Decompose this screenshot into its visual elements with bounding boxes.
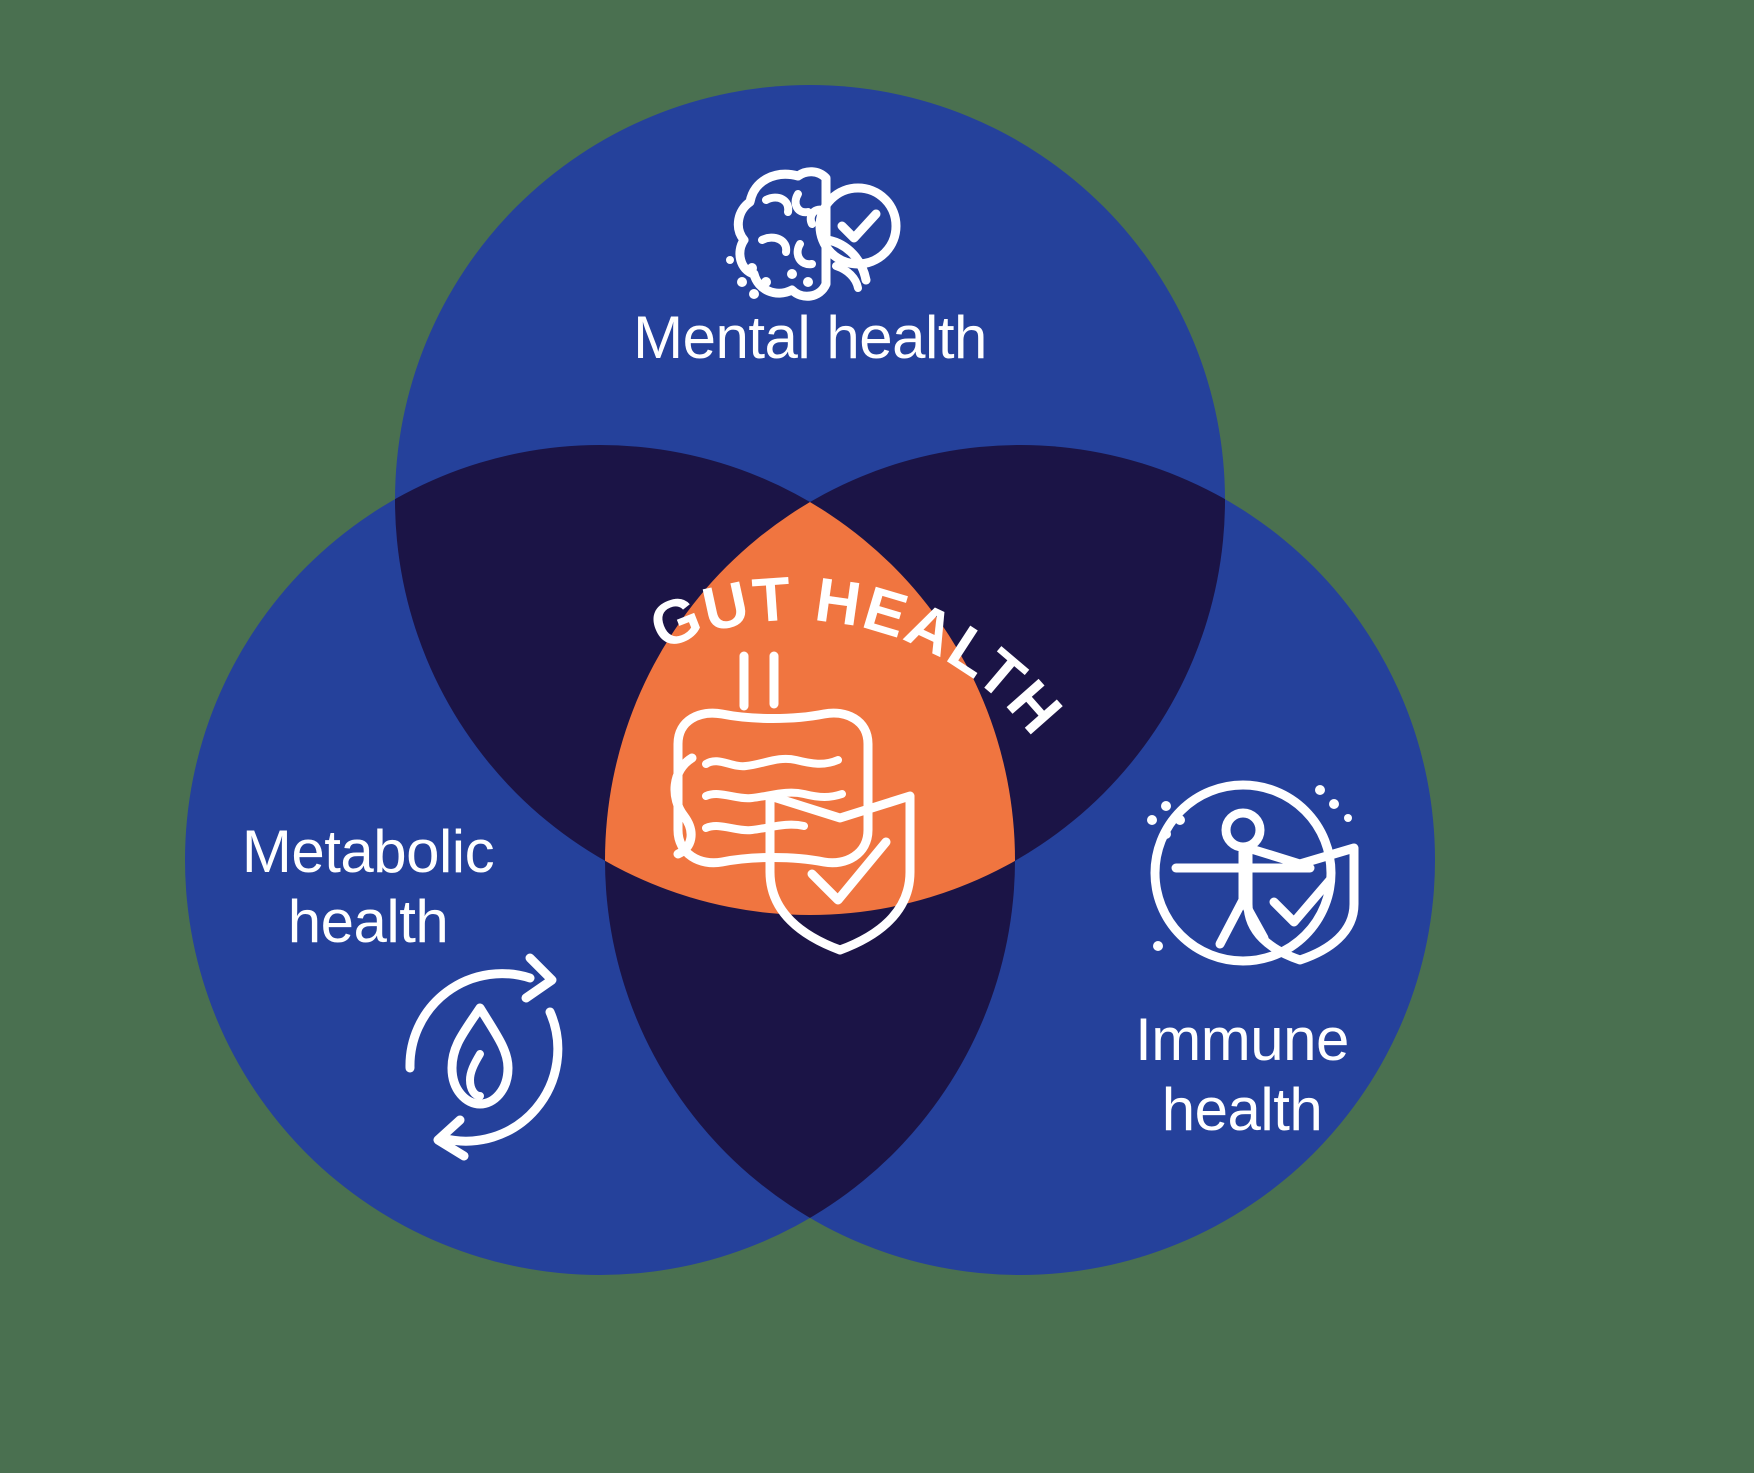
label-metabolic-health: Metabolic <box>242 818 494 885</box>
label-immune-health-line2: health <box>1162 1076 1322 1143</box>
label-immune-health: Immune <box>1135 1006 1349 1073</box>
person-shield-icon <box>1147 780 1359 966</box>
brain-check-icon <box>726 167 901 301</box>
label-mental-health: Mental health <box>633 304 987 371</box>
intestine-shield-check-icon <box>670 651 915 955</box>
flame-cycle-icon <box>405 953 563 1161</box>
label-metabolic-health-line2: health <box>288 888 448 955</box>
